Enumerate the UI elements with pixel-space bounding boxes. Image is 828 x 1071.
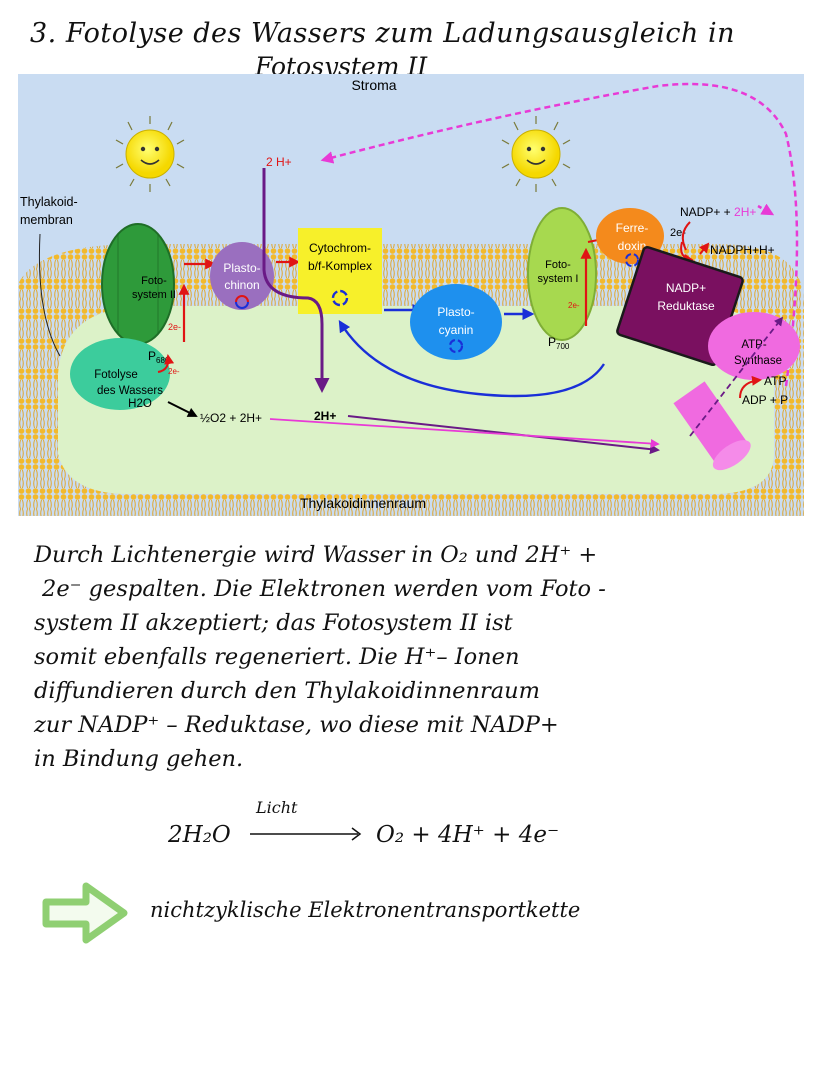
nadp-input-label: NADP+ + 2H+: [680, 205, 756, 219]
proton-to-atp-arrow-2: [269, 418, 660, 449]
photolysis-complex: [70, 338, 170, 410]
atp-label: ATP: [764, 374, 786, 388]
proton-to-atp-arrow-1: [347, 415, 660, 455]
plastocyanin-label-2: cyanin: [439, 323, 474, 337]
ps2-label-1: Foto-: [141, 275, 167, 287]
photosynthesis-diagram: Stroma Thylakoid- membran Thylakoidinnen…: [18, 74, 804, 516]
paragraph-line: in Bindung gehen.: [34, 746, 244, 772]
cyclic-return-arrow: [338, 319, 606, 398]
conclusion-text: nichtzyklische Elektronentransportkette: [150, 898, 581, 922]
cytochrom-label-1: Cytochrom-: [309, 241, 371, 255]
nadph-label: NADPH+H+: [710, 243, 775, 257]
paragraph-line: somit ebenfalls regeneriert. Die H⁺– Ion…: [34, 644, 520, 670]
ferredoxin-label-1: Ferre-: [616, 221, 649, 235]
proton-pump-arrow: [262, 168, 330, 393]
paragraph-line: 2e⁻ gespalten. Die Elektronen werden vom…: [42, 576, 606, 602]
plastochinon-label-1: Plasto-: [223, 261, 260, 275]
paragraph-line: zur NADP⁺ – Reduktase, wo diese mit NADP…: [34, 712, 559, 738]
page-heading: 3. Fotolyse des Wassers zum Ladungsausgl…: [30, 18, 736, 49]
sun-icon-right: [501, 116, 571, 192]
p700-label: P700: [548, 335, 570, 351]
ps1-label-1: Foto-: [545, 259, 571, 271]
plastocyanin-cycle-icon: [448, 338, 464, 354]
right-arrow-icon: [42, 882, 128, 944]
equation-arrow-icon: [250, 827, 362, 841]
paragraph-line: Durch Lichtenergie wird Wasser in O₂ und…: [34, 542, 598, 568]
atp-synthase-label-2: Synthase: [734, 355, 782, 367]
adp-label: ADP + P: [742, 393, 788, 407]
equation-label: Licht: [256, 798, 298, 817]
membrane-label-2: membran: [20, 213, 73, 227]
oxygen-label: ½O2 + 2H+: [200, 411, 262, 425]
photolysis-label-3: H2O: [128, 398, 152, 410]
atp-synthase-label-1: ATP-: [741, 339, 767, 351]
photolysis-label-2: des Wassers: [97, 385, 163, 397]
ps2-label-2: system II: [132, 289, 176, 301]
plastochinon-cycle-icon: [235, 295, 249, 309]
cytochrom-cycle-icon: [331, 289, 349, 307]
ps1-electrons: 2e-: [568, 301, 580, 310]
membrane-label-1: Thylakoid-: [20, 195, 78, 209]
atp-synthase: [673, 312, 800, 471]
ps2-electrons-photolysis: 2e-: [168, 367, 180, 376]
photolysis-arrow: [167, 401, 198, 417]
nadp-in-arrow: [681, 221, 691, 251]
proton-return-arrow: [320, 82, 799, 387]
plastochinon: [210, 242, 274, 310]
photolysis-label-1: Fotolyse: [94, 369, 137, 381]
ferredoxin-label-2: doxin: [618, 239, 647, 253]
paragraph-line: diffundieren durch den Thylakoidinnenrau…: [34, 678, 540, 704]
ferredoxin-cycle-icon: [625, 253, 639, 267]
ps1-label-2: system I: [538, 273, 579, 285]
plastocyanin: [410, 284, 502, 360]
reductase-label-2: Reduktase: [657, 299, 715, 313]
equation-right: O₂ + 4H⁺ + 4e⁻: [376, 822, 560, 848]
reductase-label-1: NADP+: [666, 281, 706, 295]
lumen-area: [58, 306, 774, 494]
proton-side-arrow: [757, 203, 775, 216]
proton-top-label: 2 H+: [266, 155, 292, 169]
stroma-label: Stroma: [351, 77, 396, 93]
plastochinon-label-2: chinon: [224, 278, 259, 292]
atp-synthase-proton-path: [689, 316, 784, 437]
proton-lumen-label: 2H+: [314, 409, 336, 423]
ps2-electrons-low: 2e-: [168, 322, 181, 332]
cytochrom-label-2: b/f-Komplex: [308, 259, 372, 273]
equation-left: 2H₂O: [168, 822, 231, 848]
membrane-pointer: [38, 233, 61, 357]
photolysis-electron-arrow: [157, 354, 175, 373]
sun-icon-left: [115, 116, 185, 192]
plastocyanin-label-1: Plasto-: [437, 305, 474, 319]
p680-label: P680: [148, 349, 170, 365]
explanation-paragraph: Durch Lichtenergie wird Wasser in O₂ und…: [34, 538, 804, 776]
nadph-out-arrow: [699, 242, 710, 255]
lumen-label: Thylakoidinnenraum: [300, 495, 426, 511]
adp-to-atp-arrow: [739, 375, 762, 399]
paragraph-line: system II akzeptiert; das Fotosystem II …: [34, 610, 513, 636]
photosystem-1: [527, 207, 597, 341]
ps2-shading: [117, 234, 159, 334]
